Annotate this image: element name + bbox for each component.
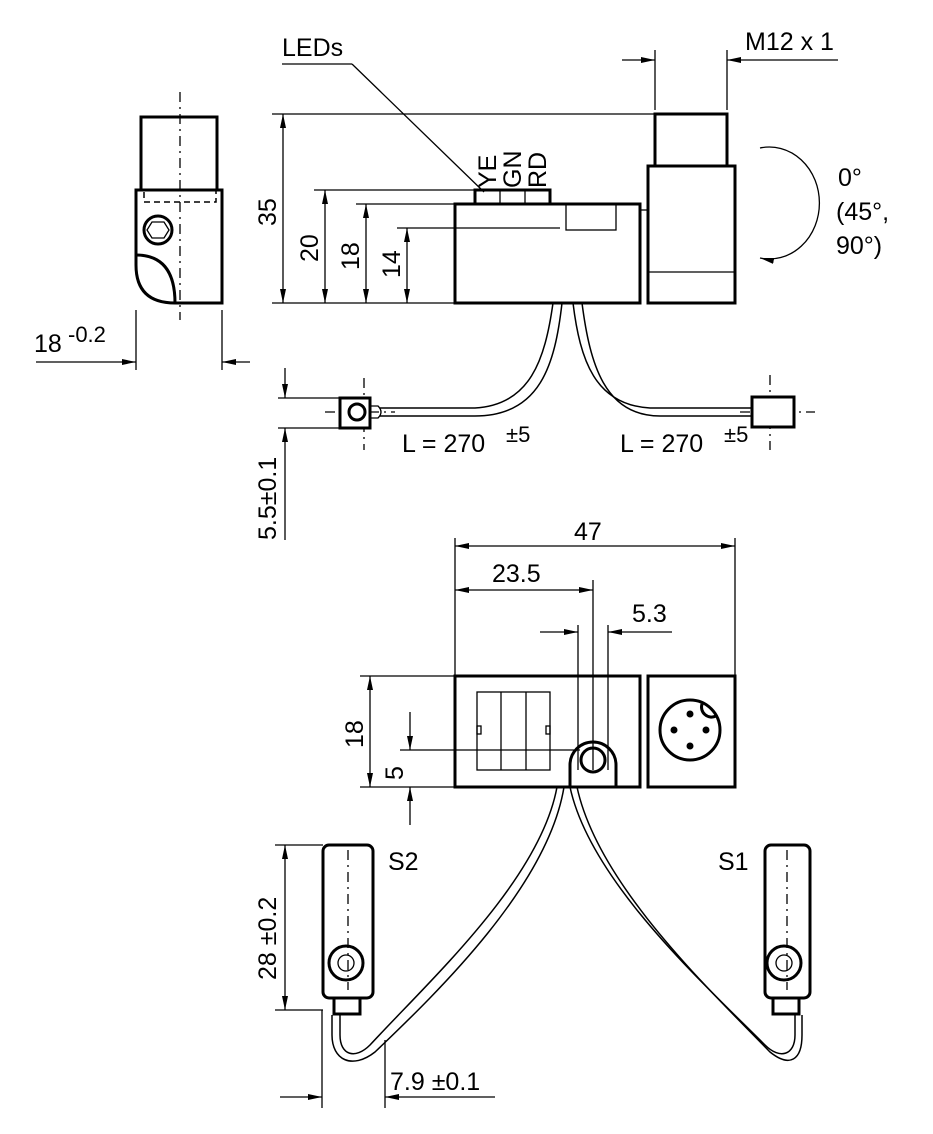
sensor-s2-label: S2	[388, 848, 419, 876]
led-gn-label: GN	[499, 151, 527, 189]
front-view: 35 20 18 14 LEDs YE GN RD M12 x 1 0° (45…	[254, 28, 889, 540]
rotation-45: (45°,	[836, 198, 889, 226]
dim-cable-left: L = 270	[402, 430, 485, 458]
m12-connector-icon	[658, 698, 722, 762]
led-ye-label: YE	[474, 155, 502, 188]
dim-bottom-18: 18	[341, 720, 369, 748]
led-rd-label: RD	[524, 152, 552, 188]
dim-height-35: 35	[254, 198, 282, 226]
dim-half-23-5: 23.5	[492, 560, 541, 588]
dim-height-14: 14	[378, 250, 406, 278]
sensor-s1-label: S1	[718, 848, 749, 876]
thread-label: M12 x 1	[745, 28, 834, 56]
screw-icon	[142, 214, 174, 246]
dim-width-18-tol: -0.2	[68, 322, 106, 347]
dim-height-18: 18	[337, 242, 365, 270]
rotation-arrow-icon	[759, 146, 821, 264]
top-view: 47 23.5 5.3 18 5	[254, 518, 812, 1108]
dim-width-18: 18	[34, 330, 62, 358]
mounting-hole-icon	[579, 746, 607, 774]
dim-height-20: 20	[296, 234, 324, 262]
dim-cable-right: L = 270	[620, 430, 703, 458]
dim-cable-left-tol: ±5	[506, 422, 530, 447]
dim-bottom-5: 5	[381, 766, 409, 780]
leds-label: LEDs	[282, 34, 343, 62]
side-view: 18 -0.2	[34, 92, 250, 370]
rotation-0: 0°	[838, 164, 862, 192]
dim-sensor-height: 5.5±0.1	[254, 457, 282, 540]
dim-sensor-28: 28 ±0.2	[254, 897, 282, 980]
dim-sensor-7-9: 7.9 ±0.1	[390, 1068, 480, 1096]
led-window	[473, 188, 552, 206]
rotation-90: 90°)	[836, 232, 882, 260]
dim-cable-right-tol: ±5	[724, 422, 748, 447]
dim-total-47: 47	[574, 518, 602, 546]
dim-hole-5-3: 5.3	[632, 600, 667, 628]
